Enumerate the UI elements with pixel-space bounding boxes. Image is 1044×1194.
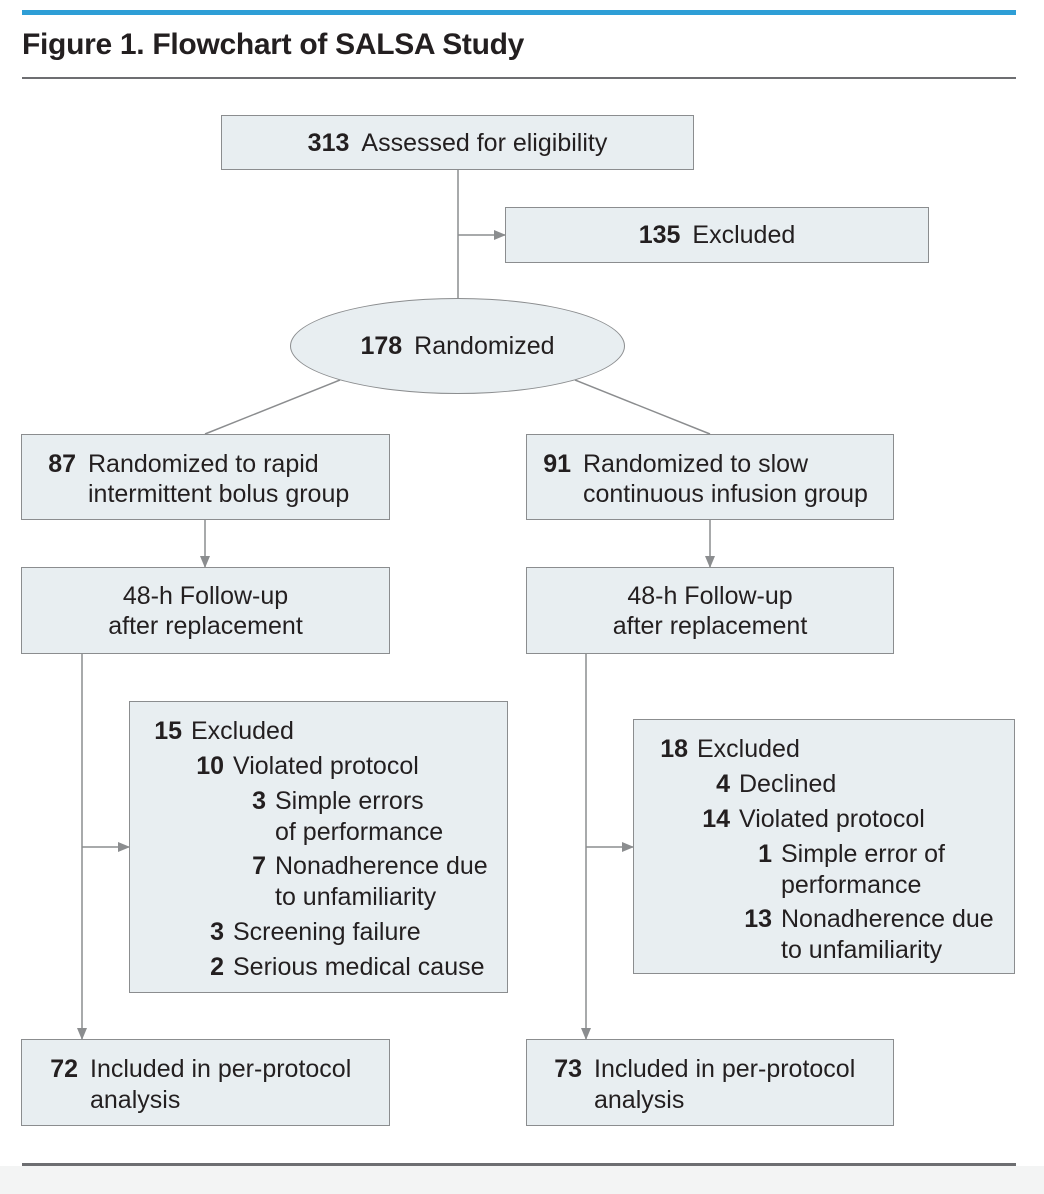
left-excluded-simple: 3 Simple errors [130, 786, 424, 816]
right-arm-line2: continuous infusion group [583, 480, 868, 508]
left-medical-count: 2 [210, 953, 224, 981]
randomized-count: 178 [360, 331, 403, 360]
right-declined-label: Declined [739, 770, 837, 798]
right-excluded-box: 18 Excluded 4 Declined 14 Violated proto… [633, 719, 1015, 974]
excluded-initial-label: Excluded [692, 221, 796, 249]
left-followup-line1: 48-h Follow-up [122, 581, 289, 610]
top-accent-rule [22, 10, 1016, 15]
left-simple-line2: of performance [275, 818, 444, 846]
bottom-band [0, 1166, 1044, 1194]
left-excluded-nonadherence: 7 Nonadherence due [130, 851, 488, 881]
right-simple-line2: performance [781, 871, 922, 899]
left-included-count: 72 [50, 1055, 78, 1083]
right-followup-line2: after replacement [612, 611, 808, 640]
assessed-box: 313 Assessed for eligibility [221, 115, 694, 170]
right-arm-count: 91 [543, 450, 571, 478]
right-excluded-nonadherence: 13 Nonadherence due [634, 904, 994, 934]
connector-randomized-right [574, 379, 711, 435]
left-nonadherence-line2: to unfamiliarity [275, 883, 437, 911]
randomized-ellipse: 178 Randomized [290, 298, 625, 394]
right-nonadherence-line1: Nonadherence due [781, 905, 994, 933]
connector-randomized-left [204, 379, 341, 435]
left-arm-line2: intermittent bolus group [88, 480, 350, 508]
left-nonadherence-line1: Nonadherence due [275, 852, 488, 880]
right-arm-line1: Randomized to slow [583, 450, 809, 478]
bottom-rule [22, 1163, 1016, 1166]
right-excluded-simple: 1 Simple error of [634, 839, 945, 869]
right-excluded-total-count: 18 [660, 735, 688, 763]
left-included-box: 72 Included in per-protocol analysis [21, 1039, 390, 1126]
title-rule [22, 77, 1016, 79]
left-excluded-total-label: Excluded [191, 717, 294, 745]
left-screening-label: Screening failure [233, 918, 421, 946]
assessed-count: 313 [307, 128, 350, 157]
right-followup-box: 48-h Follow-up after replacement [526, 567, 894, 654]
excluded-initial-count: 135 [638, 221, 681, 249]
left-medical-label: Serious medical cause [233, 953, 485, 981]
right-excluded-violated: 14 Violated protocol [634, 804, 925, 834]
right-included-count: 73 [554, 1055, 582, 1083]
left-simple-count: 3 [252, 787, 266, 815]
left-included-line2: analysis [90, 1086, 181, 1114]
right-included-line1: Included in per-protocol [594, 1055, 856, 1083]
left-excluded-total-count: 15 [154, 717, 182, 745]
left-arm-count: 87 [48, 450, 76, 478]
right-declined-count: 4 [716, 770, 730, 798]
left-violated-label: Violated protocol [233, 752, 419, 780]
right-violated-label: Violated protocol [739, 805, 925, 833]
right-violated-count: 14 [702, 805, 730, 833]
left-arm-box: 87 Randomized to rapid intermittent bolu… [21, 434, 390, 520]
left-excluded-total: 15 Excluded [130, 716, 294, 746]
left-followup-box: 48-h Follow-up after replacement [21, 567, 390, 654]
left-screening-count: 3 [210, 918, 224, 946]
right-followup-line1: 48-h Follow-up [627, 581, 793, 610]
right-simple-count: 1 [758, 840, 772, 868]
assessed-label: Assessed for eligibility [361, 128, 608, 157]
randomized-label: Randomized [414, 331, 555, 360]
right-arm-box: 91 Randomized to slow continuous infusio… [526, 434, 894, 520]
right-excluded-declined: 4 Declined [634, 769, 836, 799]
right-nonadherence-line2: to unfamiliarity [781, 936, 943, 964]
left-excluded-box: 15 Excluded 10 Violated protocol 3 Simpl… [129, 701, 508, 993]
right-included-box: 73 Included in per-protocol analysis [526, 1039, 894, 1126]
right-excluded-total: 18 Excluded [634, 734, 800, 764]
left-violated-count: 10 [196, 752, 224, 780]
left-excluded-screening: 3 Screening failure [130, 917, 421, 947]
left-excluded-violated: 10 Violated protocol [130, 751, 419, 781]
figure-title: Figure 1. Flowchart of SALSA Study [22, 28, 525, 61]
left-included-line1: Included in per-protocol [90, 1055, 352, 1083]
left-excluded-medical: 2 Serious medical cause [130, 952, 485, 982]
right-included-line2: analysis [594, 1086, 685, 1114]
right-nonadherence-count: 13 [744, 905, 772, 933]
left-simple-line1: Simple errors [275, 787, 424, 815]
excluded-initial-box: 135 Excluded [505, 207, 929, 263]
right-excluded-total-label: Excluded [697, 735, 800, 763]
left-arm-line1: Randomized to rapid [88, 450, 319, 478]
right-simple-line1: Simple error of [781, 840, 945, 868]
left-followup-line2: after replacement [108, 611, 303, 640]
left-nonadherence-count: 7 [252, 852, 266, 880]
